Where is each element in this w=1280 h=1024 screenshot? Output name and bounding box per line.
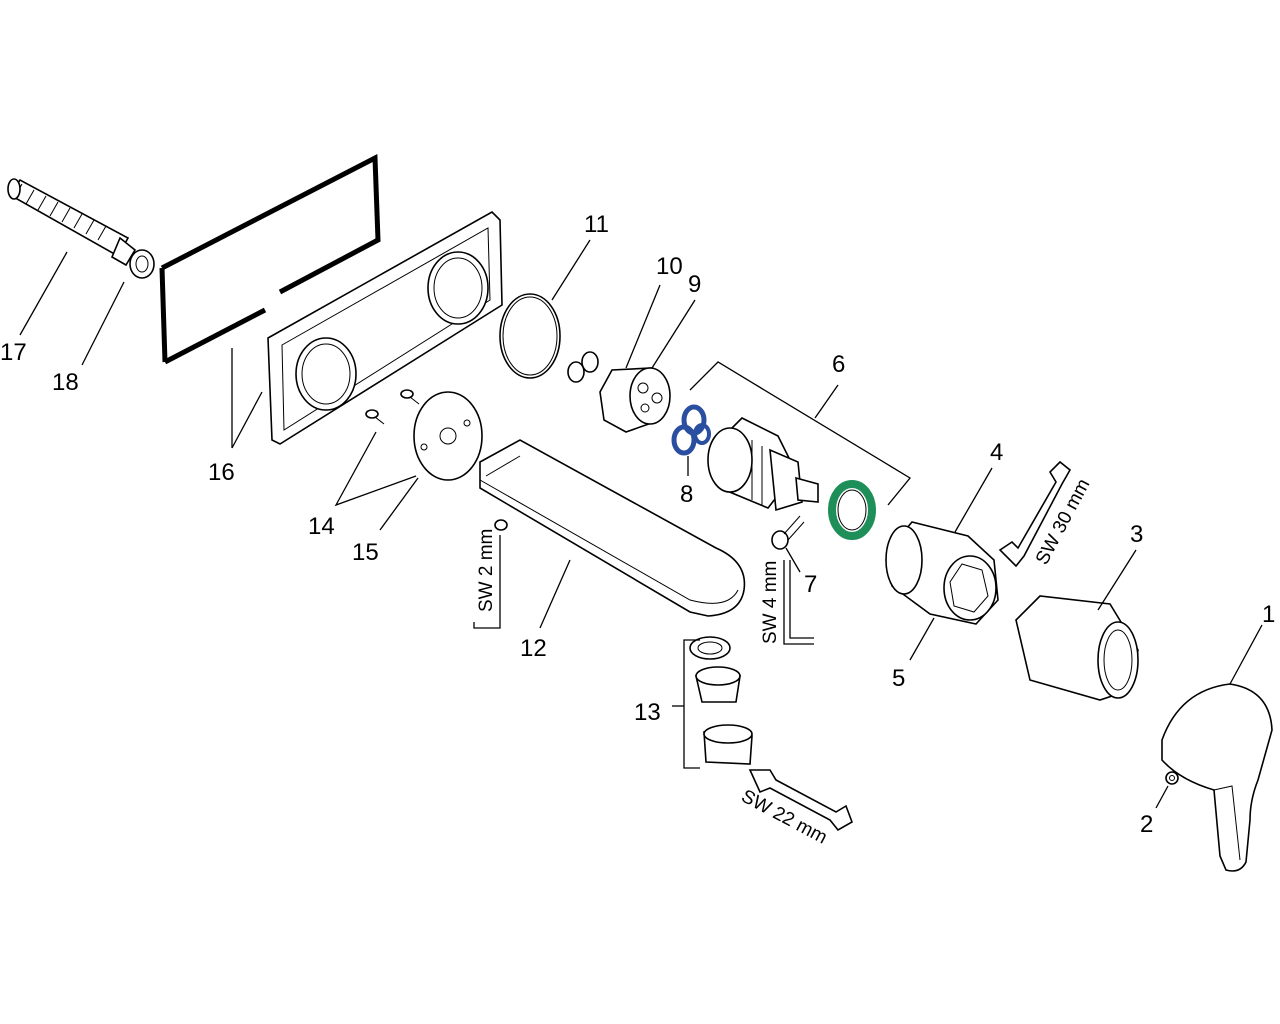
part-3-sleeve[interactable] — [1015, 595, 1139, 701]
part-14-screws[interactable] — [365, 389, 420, 425]
part-16-gasket-frame[interactable] — [159, 153, 381, 365]
part-6-green-clip[interactable] — [828, 480, 876, 540]
part-9-diverter[interactable] — [599, 367, 671, 433]
leader-7 — [785, 547, 801, 573]
hex-key-4mm-icon — [783, 560, 814, 645]
bracket-13 — [683, 639, 700, 769]
callout-1: 1 — [1262, 601, 1275, 628]
callout-4: 4 — [990, 439, 1003, 466]
leader-2 — [1155, 785, 1169, 809]
callout-16: 16 — [208, 459, 235, 486]
callout-9: 9 — [688, 271, 701, 298]
callout-15: 15 — [352, 539, 379, 566]
part-17-flexible-hose[interactable] — [7, 178, 155, 279]
leader-16b — [231, 391, 263, 449]
callout-3: 3 — [1130, 521, 1143, 548]
leader-15 — [379, 477, 419, 531]
leader-14 — [334, 431, 417, 507]
callout-17: 17 — [0, 339, 27, 366]
leader-6 — [814, 384, 839, 419]
part-1-lever-handle[interactable] — [1161, 683, 1273, 872]
part-16-cover-plate[interactable] — [267, 211, 503, 445]
callout-5: 5 — [892, 665, 905, 692]
tool-label-sw2: SW 2 mm — [476, 529, 497, 612]
part-4-5-escutcheon[interactable] — [885, 521, 999, 625]
callout-18: 18 — [52, 369, 79, 396]
part-8-blue-seal[interactable] — [671, 404, 711, 456]
leader-5 — [909, 617, 935, 661]
leader-18 — [81, 281, 125, 366]
callout-6: 6 — [832, 351, 845, 378]
leader-12 — [539, 559, 571, 629]
part-7-screw[interactable] — [771, 515, 805, 550]
part-2-grub-screw[interactable] — [1165, 771, 1179, 785]
callout-7: 7 — [804, 571, 817, 598]
callout-12: 12 — [520, 635, 547, 662]
part-13-aerator-set[interactable] — [689, 636, 753, 765]
bracket-6 — [689, 361, 911, 506]
callout-14: 14 — [308, 513, 335, 540]
leader-17 — [19, 251, 68, 336]
leader-3 — [1097, 549, 1137, 611]
wrench-22mm-icon — [748, 769, 853, 832]
part-6-cartridge[interactable] — [707, 417, 819, 512]
callout-10: 10 — [656, 253, 683, 280]
leader-1 — [1229, 624, 1263, 685]
part-10-seals[interactable] — [567, 351, 599, 383]
wrench-30mm-icon — [998, 460, 1072, 568]
part-11-o-ring[interactable] — [499, 293, 561, 379]
part-15-round-plate[interactable] — [413, 391, 483, 481]
callout-11: 11 — [584, 211, 609, 238]
part-12-spout[interactable] — [479, 439, 746, 617]
leader-11 — [551, 239, 591, 301]
leader-10 — [625, 284, 661, 369]
callout-13: 13 — [634, 699, 661, 726]
callout-2: 2 — [1140, 811, 1153, 838]
tool-label-sw4: SW 4 mm — [760, 561, 781, 644]
hex-key-2mm-icon — [473, 535, 501, 629]
callout-8: 8 — [680, 481, 693, 508]
leader-4 — [954, 467, 993, 533]
leader-9 — [651, 299, 696, 369]
